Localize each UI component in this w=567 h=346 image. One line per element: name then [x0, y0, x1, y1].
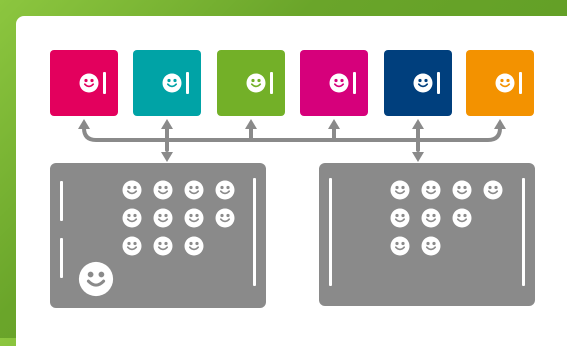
- smiley-icon: [421, 208, 441, 228]
- smiley-icon: [122, 180, 142, 200]
- bus-line: [82, 126, 502, 142]
- tile-bar: [437, 72, 440, 94]
- smiley-icon: [162, 73, 182, 93]
- smiley-icon: [122, 208, 142, 228]
- smiley-icon: [153, 180, 173, 200]
- smiley-icon: [452, 180, 472, 200]
- smiley-icon: [246, 73, 266, 93]
- smiley-icon: [390, 236, 410, 256]
- smiley-icon: [215, 208, 235, 228]
- tile-bar: [103, 72, 106, 94]
- smiley-icon: [483, 180, 503, 200]
- smiley-icon: [184, 236, 204, 256]
- tile-bar: [353, 72, 356, 94]
- connector-lines: [78, 119, 506, 162]
- smiley-icon: [495, 73, 515, 93]
- tile-3: [217, 50, 285, 116]
- smiley-icon: [390, 208, 410, 228]
- tile-4: [300, 50, 368, 116]
- smiley-icon: [184, 208, 204, 228]
- right-panel-bar-left: [329, 178, 332, 286]
- left-panel-bar-bottom-left: [60, 238, 63, 278]
- left-panel-bar-top-left: [60, 181, 63, 221]
- smiley-icon: [215, 180, 235, 200]
- arrow-up-tile-1: [78, 119, 90, 129]
- arrow-up-tile-2: [161, 119, 173, 129]
- tile-bar: [186, 72, 189, 94]
- smiley-icon: [421, 236, 441, 256]
- left-panel: [50, 163, 266, 308]
- arrow-up-tile-3: [245, 119, 257, 129]
- smiley-icon: [153, 208, 173, 228]
- arrow-down-left-panel: [161, 152, 173, 162]
- smiley-icon: [122, 236, 142, 256]
- tile-bar: [519, 72, 522, 94]
- tile-5: [384, 50, 452, 116]
- smiley-icon: [153, 236, 173, 256]
- smiley-icon: [329, 73, 349, 93]
- tile-6: [466, 50, 534, 116]
- arrow-down-right-panel: [412, 152, 424, 162]
- right-panel-bar-right: [522, 178, 525, 286]
- tile-2: [133, 50, 201, 116]
- smiley-icon: [421, 180, 441, 200]
- large-smiley-icon: [78, 261, 114, 297]
- smiley-icon: [184, 180, 204, 200]
- tile-1: [50, 50, 118, 116]
- smiley-icon: [452, 208, 472, 228]
- arrow-up-tile-6: [494, 119, 506, 129]
- right-panel: [319, 163, 535, 306]
- smiley-icon: [390, 180, 410, 200]
- arrow-up-tile-4: [328, 119, 340, 129]
- left-panel-bar-right: [253, 178, 256, 286]
- tile-bar: [270, 72, 273, 94]
- arrow-up-tile-5: [412, 119, 424, 129]
- smiley-icon: [79, 73, 99, 93]
- smiley-icon: [413, 73, 433, 93]
